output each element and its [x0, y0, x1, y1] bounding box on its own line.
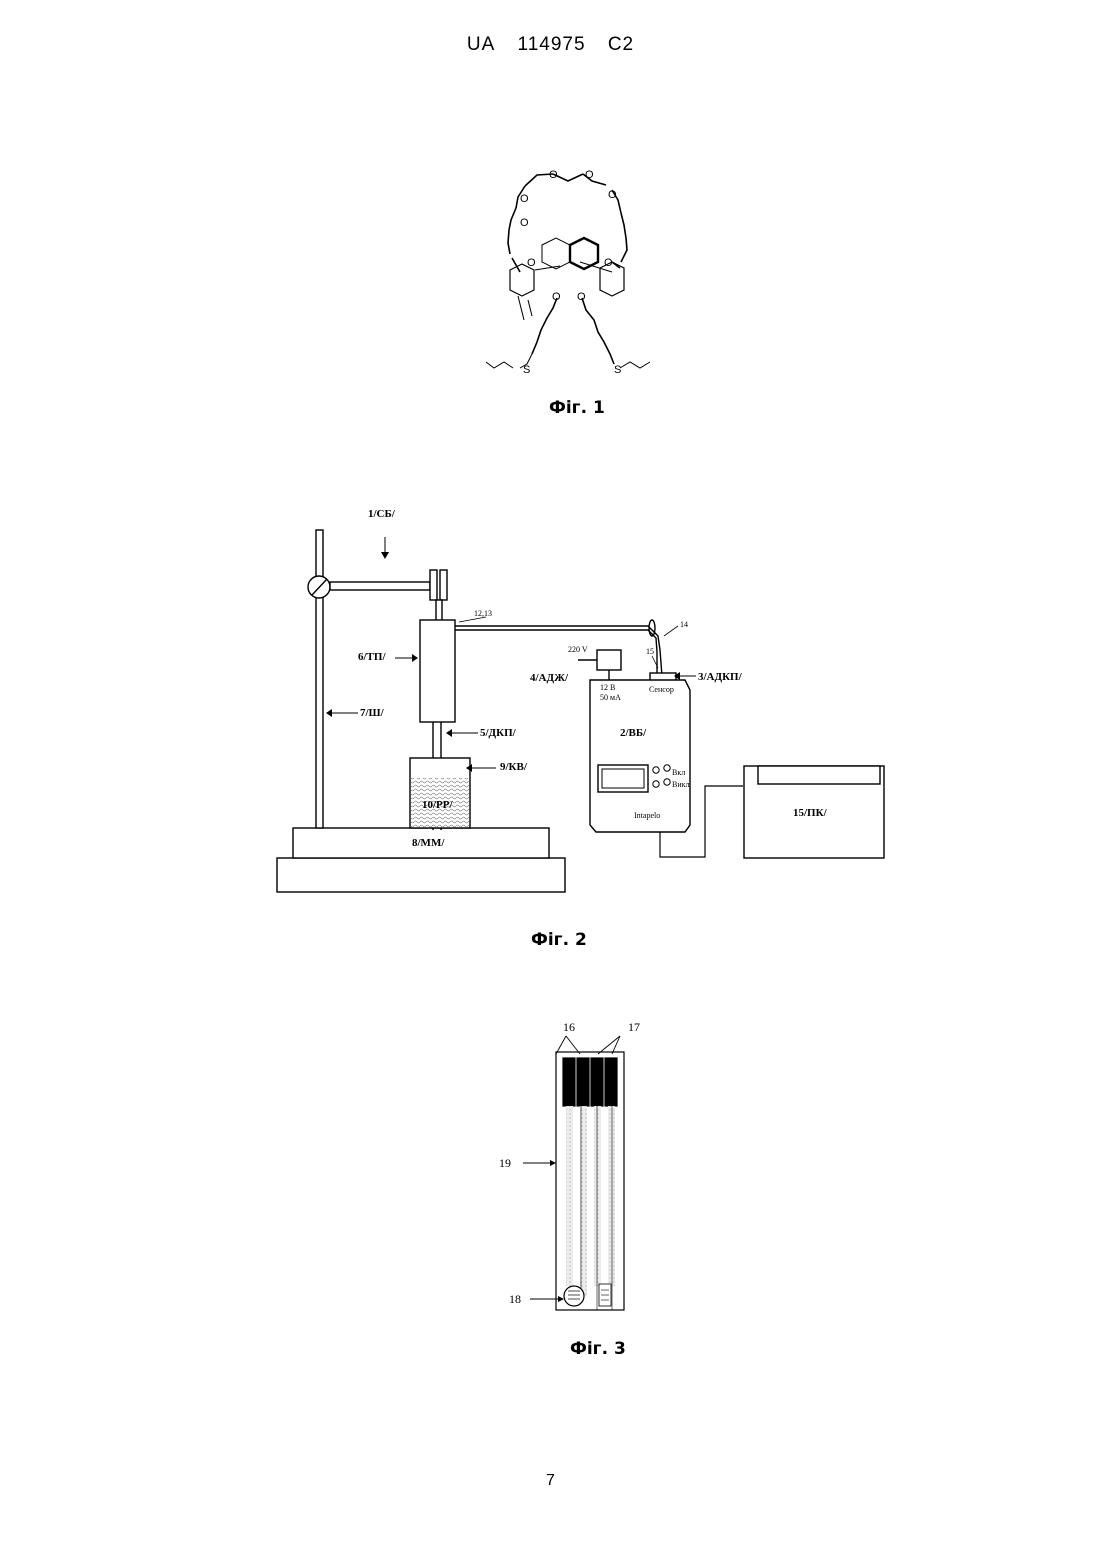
- label-kv: 9/КВ/: [500, 761, 528, 773]
- label-adzh: 4/АДЖ/: [530, 672, 569, 684]
- atom-o-2: O: [585, 169, 594, 181]
- label-vykl: Викл: [672, 780, 690, 789]
- atom-o-8: O: [552, 291, 561, 303]
- label-12v: 12 В: [600, 683, 615, 692]
- label-adkp: 3/АДКП/: [698, 671, 743, 683]
- atom-o-4: O: [608, 189, 617, 201]
- label-vkl: Вкл: [672, 768, 685, 777]
- label-mm: 8/ММ/: [412, 837, 445, 849]
- atom-o-3: O: [520, 193, 529, 205]
- label-dkp: 5/ДКП/: [480, 727, 517, 739]
- label-rr: 10/РР/: [422, 799, 453, 811]
- label-sh: 7/Ш/: [360, 707, 385, 719]
- atom-o-9: O: [577, 291, 586, 303]
- label-brand: Intapelo: [634, 811, 660, 820]
- figure-1-structure: [486, 174, 650, 368]
- figure-2-caption: Фіг. 2: [531, 930, 587, 950]
- label-pk: 15/ПК/: [793, 807, 828, 819]
- figure-3-strip: [523, 1036, 624, 1310]
- atom-o-6: O: [527, 257, 536, 269]
- atom-o-5: O: [520, 217, 529, 229]
- label-16: 16: [563, 1020, 575, 1034]
- label-vb: 2/ВБ/: [620, 727, 647, 739]
- atom-s-1: S: [523, 364, 530, 376]
- label-220v: 220 V: [568, 645, 588, 654]
- label-14: 14: [680, 620, 688, 629]
- label-cable: 12,13: [474, 609, 492, 618]
- label-sensor: Сенсор: [649, 685, 674, 694]
- label-tp: 6/ТП/: [358, 651, 386, 663]
- label-sb: 1/СБ/: [368, 508, 396, 520]
- page-number: 7: [0, 1472, 1101, 1490]
- label-19: 19: [499, 1156, 511, 1170]
- label-17: 17: [628, 1020, 640, 1034]
- atom-o-7: O: [604, 257, 613, 269]
- atom-o-1: O: [549, 169, 558, 181]
- figure-3-caption: Фіг. 3: [570, 1339, 626, 1359]
- label-15: 15: [646, 647, 654, 656]
- figure-1-caption: Фіг. 1: [549, 398, 605, 418]
- label-18: 18: [509, 1292, 521, 1306]
- label-50ma: 50 мА: [600, 693, 621, 702]
- atom-s-2: S: [614, 364, 621, 376]
